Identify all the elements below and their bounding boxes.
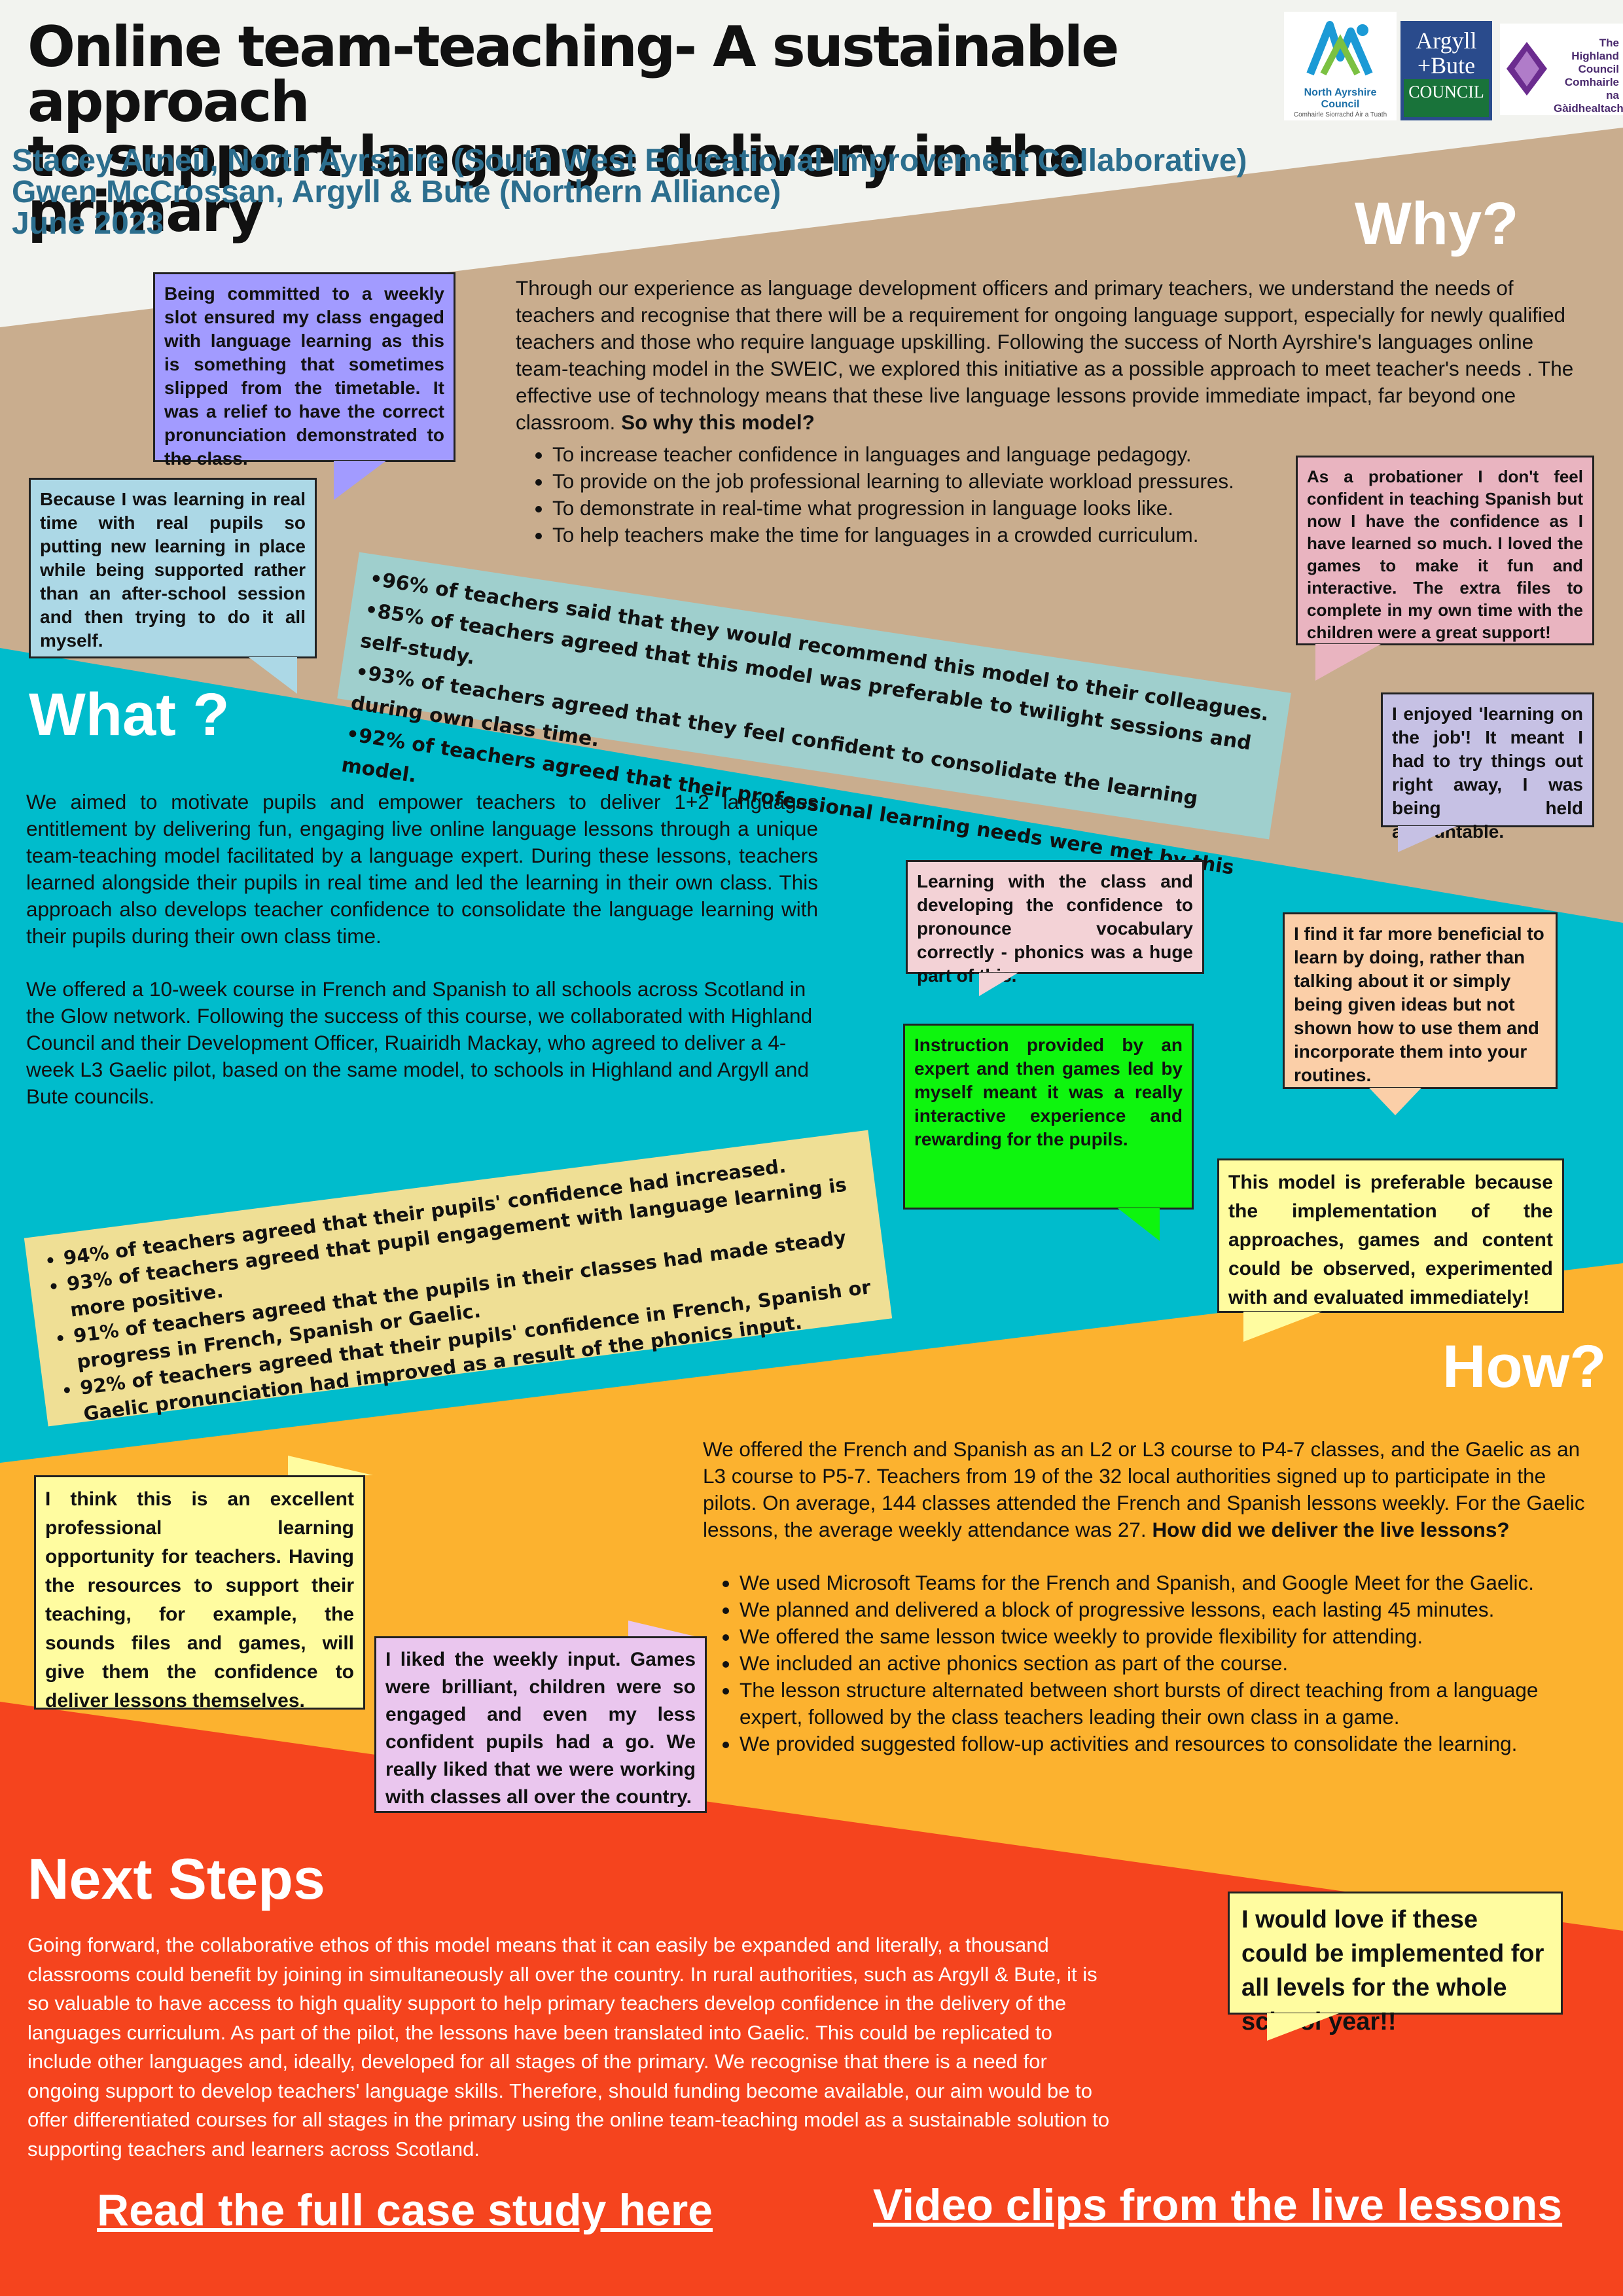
highland-line-2: Council [1578, 63, 1619, 75]
argyll-bute-line-1: Argyll [1416, 27, 1477, 54]
argyll-bute-line-3: COUNCIL [1408, 82, 1484, 101]
north-ayrshire-name: North Ayrshire Council [1304, 87, 1377, 110]
quote-expert: Instruction provided by an expert and th… [903, 1024, 1194, 1210]
quote-tail [979, 973, 1018, 996]
quote-tail [1243, 1312, 1322, 1342]
why-bullet: To provide on the job professional learn… [552, 468, 1589, 495]
next-steps-heading: Next Steps [27, 1846, 325, 1911]
highland-line-1: The Highland [1571, 37, 1619, 62]
north-ayrshire-emblem-icon [1306, 21, 1373, 76]
how-bullet: We included an active phonics section as… [740, 1650, 1590, 1677]
how-text: We offered the French and Spanish as an … [703, 1436, 1590, 1757]
how-question: How did we deliver the live lessons? [1152, 1518, 1510, 1541]
north-ayrshire-logo: North Ayrshire Council Comhairle Siorrac… [1284, 12, 1397, 120]
how-heading: How? [1442, 1333, 1607, 1400]
highland-line-4: Gàidhealtachd [1554, 102, 1623, 115]
how-bullet: The lesson structure alternated between … [740, 1677, 1590, 1731]
quote-by-doing: I find it far more beneficial to learn b… [1283, 912, 1558, 1089]
quote-tail [1118, 1208, 1160, 1241]
what-paragraph-2: We offered a 10-week course in French an… [26, 977, 813, 1108]
what-paragraph-1: We aimed to motivate pupils and empower … [26, 790, 818, 948]
quote-weekly-slot: Being committed to a weekly slot ensured… [153, 272, 455, 469]
north-ayrshire-gaelic: Comhairle Siorrachd Àir a Tuath [1293, 111, 1387, 118]
why-bullet-list: To increase teacher confidence in langua… [516, 441, 1589, 548]
argyll-bute-line-2: +Bute [1417, 52, 1476, 79]
how-bullet: We used Microsoft Teams for the French a… [740, 1570, 1590, 1596]
how-paragraph: We offered the French and Spanish as an … [703, 1437, 1585, 1541]
quote-real-time: Because I was learning in real time with… [29, 478, 317, 658]
quote-all-levels: I would love if these could be implement… [1228, 1892, 1563, 2036]
quote-tail [1369, 1088, 1421, 1115]
quote-tail [249, 657, 297, 694]
highland-emblem-icon [1507, 42, 1547, 96]
what-text: We aimed to motivate pupils and empower … [26, 789, 818, 1110]
quote-tail [628, 1621, 700, 1638]
quote-probationer: As a probationer I don't feel confident … [1296, 456, 1594, 645]
author-2: Gwen McCrossan, Argyll & Bute (Northern … [12, 175, 781, 209]
argyll-bute-logo: Argyll +Bute COUNCIL [1400, 21, 1492, 120]
how-bullet: We provided suggested follow-up activiti… [740, 1731, 1590, 1757]
why-text: Through our experience as language devel… [516, 275, 1589, 548]
quote-weekly-input: I liked the weekly input. Games were bri… [374, 1636, 707, 1813]
quote-tail [1398, 826, 1457, 852]
why-heading: Why? [1355, 190, 1519, 257]
why-bullet: To increase teacher confidence in langua… [552, 441, 1589, 468]
quote-preferable: This model is preferable because the imp… [1217, 1158, 1564, 1313]
title-line-2: to support language delivery in the prim… [27, 124, 1087, 245]
quote-on-the-job: I enjoyed 'learning on the job'! It mean… [1381, 692, 1594, 842]
quote-phonics: Learning with the class and developing t… [906, 860, 1204, 986]
poster-date: June 2023 [12, 206, 164, 241]
title-line-1: Online team-teaching- A sustainable appr… [27, 14, 1119, 135]
why-bullet: To help teachers make the time for langu… [552, 522, 1589, 548]
quote-tail [288, 1456, 373, 1475]
author-block: Stacey Arneil, North Ayrshire (South Wes… [12, 145, 1247, 240]
why-paragraph: Through our experience as language devel… [516, 276, 1574, 434]
how-bullet: We offered the same lesson twice weekly … [740, 1623, 1590, 1650]
video-clips-link[interactable]: Video clips from the live lessons [873, 2180, 1563, 2230]
quote-excellent: I think this is an excellent professiona… [34, 1475, 365, 1712]
author-1: Stacey Arneil, North Ayrshire (South Wes… [12, 143, 1247, 178]
quote-tail [1315, 644, 1381, 681]
next-steps-paragraph: Going forward, the collaborative ethos o… [27, 1933, 1110, 2161]
poster-title: Online team-teaching- A sustainable appr… [27, 19, 1284, 240]
why-bullet: To demonstrate in real-time what progres… [552, 495, 1589, 522]
quote-tail [334, 461, 386, 500]
highland-line-3: Comhairle na [1564, 76, 1619, 101]
how-bullet: We planned and delivered a block of prog… [740, 1596, 1590, 1623]
case-study-link[interactable]: Read the full case study here [97, 2185, 713, 2235]
highland-council-logo: The Highland Council Comhairle na Gàidhe… [1500, 24, 1623, 115]
how-bullet-list: We used Microsoft Teams for the French a… [703, 1570, 1590, 1757]
why-question: So why this model? [621, 410, 815, 434]
what-heading: What ? [29, 681, 230, 748]
quote-tail [1267, 2013, 1339, 2041]
